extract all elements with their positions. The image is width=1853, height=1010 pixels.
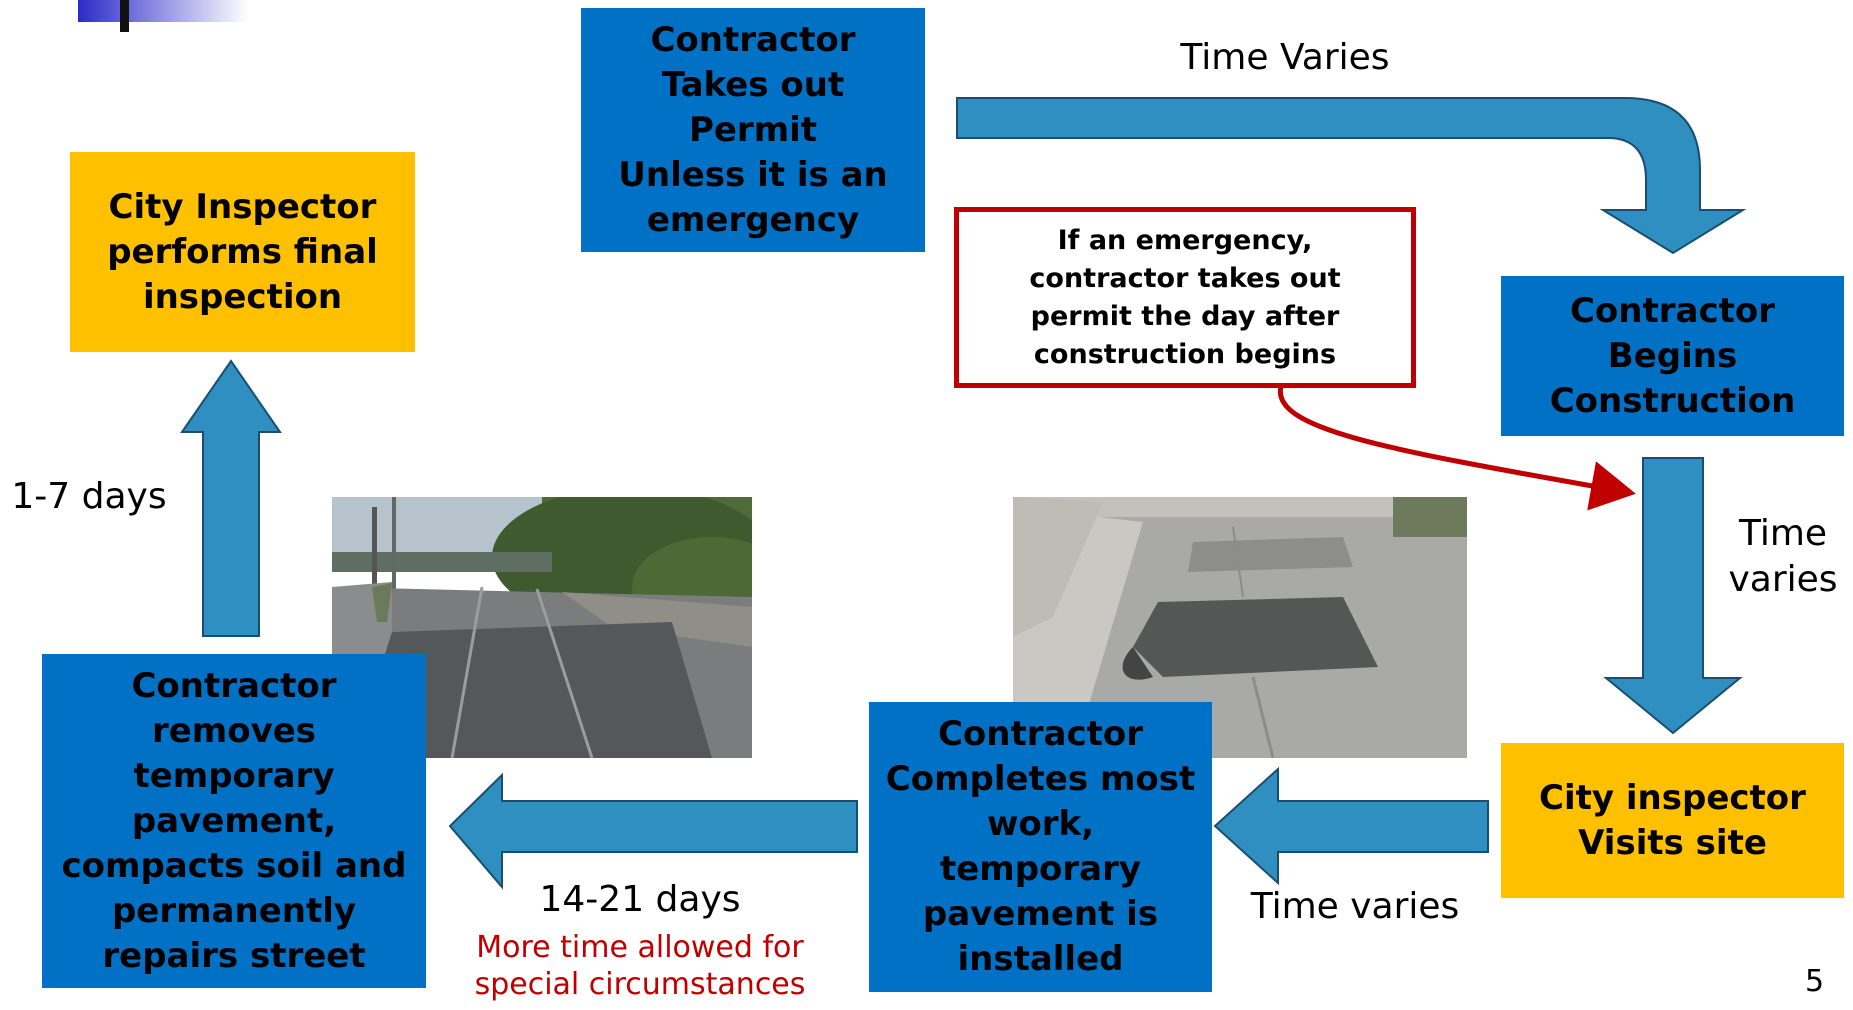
label-14-21-days: 14-21 days: [539, 879, 741, 920]
step-visits-site-box: City inspector Visits site: [1501, 743, 1844, 898]
arrow-permit-to-construction: [956, 97, 1747, 255]
step-final-inspection-text: City Inspector performs final inspection: [107, 186, 378, 317]
step-final-inspection-box: City Inspector performs final inspection: [70, 152, 415, 352]
label-time-varies-right: Time varies: [1728, 513, 1838, 600]
step-begins-construction-box: Contractor Begins Construction: [1501, 276, 1844, 436]
step-visits-site-text: City inspector Visits site: [1539, 777, 1806, 863]
page-number: 5: [1805, 964, 1825, 999]
label-special-circumstances: More time allowed for special circumstan…: [474, 930, 806, 1002]
emergency-note-box: If an emergency, contractor takes out pe…: [954, 207, 1416, 388]
slide-corner-bar: [120, 0, 129, 32]
step-permit-text: Contractor Takes out Permit Unless it is…: [618, 19, 888, 240]
arrow-repair-to-final: [180, 359, 282, 637]
step-permit-box: Contractor Takes out Permit Unless it is…: [581, 8, 925, 252]
label-time-varies-bottom: Time varies: [1250, 886, 1460, 927]
arrow-visit-to-complete: [1213, 766, 1489, 886]
emergency-note-text: If an emergency, contractor takes out pe…: [1029, 224, 1341, 370]
street-photo-left: [332, 497, 752, 758]
step-permanent-repair-box: Contractor removes temporary pavement, c…: [42, 654, 426, 988]
label-time-varies-top: Time Varies: [1180, 37, 1390, 78]
step-permanent-repair-text: Contractor removes temporary pavement, c…: [61, 665, 407, 976]
step-begins-construction-text: Contractor Begins Construction: [1549, 290, 1796, 421]
label-1-7-days: 1-7 days: [11, 476, 167, 517]
step-completes-work-text: Contractor Completes most work, temporar…: [885, 714, 1196, 979]
arrow-complete-to-repair: [448, 772, 858, 890]
note-connector-line: [1277, 385, 1636, 511]
arrow-construction-to-visit: [1603, 457, 1743, 735]
step-completes-work-box: Contractor Completes most work, temporar…: [869, 702, 1212, 992]
